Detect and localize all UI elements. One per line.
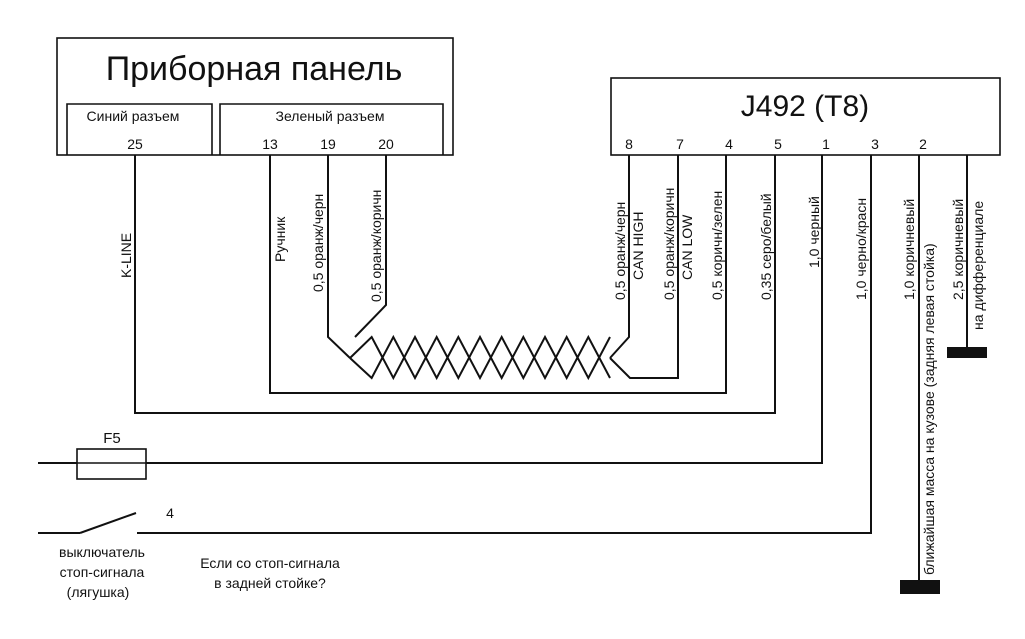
instrument-panel: Приборная панель Синий разъем Зеленый ра…: [56, 37, 454, 156]
module-j492: J492 (T8) 8 7 4 5 1 3 2: [610, 77, 1001, 156]
wire-7: [609, 155, 679, 379]
switch-label-2: стоп-сигнала: [60, 564, 145, 580]
wire-8: [609, 155, 630, 359]
label-can-low: CAN LOW: [679, 214, 695, 280]
pin-13: 13: [262, 136, 278, 152]
switch-pin: 4: [166, 505, 174, 521]
pin-4: 4: [725, 136, 733, 152]
twisted-wire-b: [349, 334, 611, 381]
label-20: 0,5 оранж/коричн: [368, 190, 384, 302]
wire-handbrake: [269, 155, 727, 394]
switch-label-3: (лягушка): [67, 584, 130, 600]
twisted-pair: [349, 334, 611, 381]
pin-2: 2: [919, 136, 927, 152]
switch-label-1: выключатель: [59, 544, 145, 560]
wire-1: [38, 155, 823, 464]
blue-connector-label: Синий разъем: [87, 108, 180, 124]
twisted-wire-a: [349, 334, 611, 381]
ground-diff-symbol: [947, 347, 987, 358]
module-title: J492 (T8): [741, 90, 869, 123]
pin-1: 1: [822, 136, 830, 152]
wire-19: [327, 155, 351, 359]
wire-3: [137, 155, 872, 534]
pin-25: 25: [127, 136, 143, 152]
fuse-f5: [76, 448, 147, 480]
pin-19: 19: [320, 136, 336, 152]
pin-7: 7: [676, 136, 684, 152]
label-19: 0,5 оранж/черн: [310, 194, 326, 292]
label-8: 0,5 оранж/черн: [612, 202, 628, 300]
label-1: 1,0 черный: [806, 196, 822, 268]
panel-title: Приборная панель: [106, 50, 403, 88]
pin-20: 20: [378, 136, 394, 152]
label-3: 1,0 черно/красн: [853, 198, 869, 300]
label-kline: K-LINE: [118, 233, 134, 278]
label-5: 0,35 серо/белый: [758, 193, 774, 300]
label-2-ground: ближайшая масса на кузове (задняя левая …: [921, 243, 937, 575]
wire-20: [354, 155, 387, 338]
question-line-1: Если со стоп-сигнала: [200, 555, 340, 571]
label-2: 1,0 коричневый: [901, 199, 917, 300]
label-7: 0,5 оранж/коричн: [661, 188, 677, 300]
wire-kline: [134, 155, 776, 414]
label-ground: 2,5 коричневый: [950, 199, 966, 300]
label-handbrake: Ручник: [272, 216, 288, 262]
pin-8: 8: [625, 136, 633, 152]
green-connector-label: Зеленый разъем: [276, 108, 385, 124]
label-can-high: CAN HIGH: [630, 212, 646, 280]
pin-5: 5: [774, 136, 782, 152]
question-line-2: в задней стойке?: [214, 575, 326, 591]
pin-3: 3: [871, 136, 879, 152]
brake-switch: [38, 512, 137, 534]
fuse-label: F5: [103, 430, 121, 447]
ground-body-symbol: [900, 580, 940, 594]
label-ground-diff: на дифференциале: [970, 201, 986, 330]
label-4: 0,5 коричн/зелен: [709, 191, 725, 300]
